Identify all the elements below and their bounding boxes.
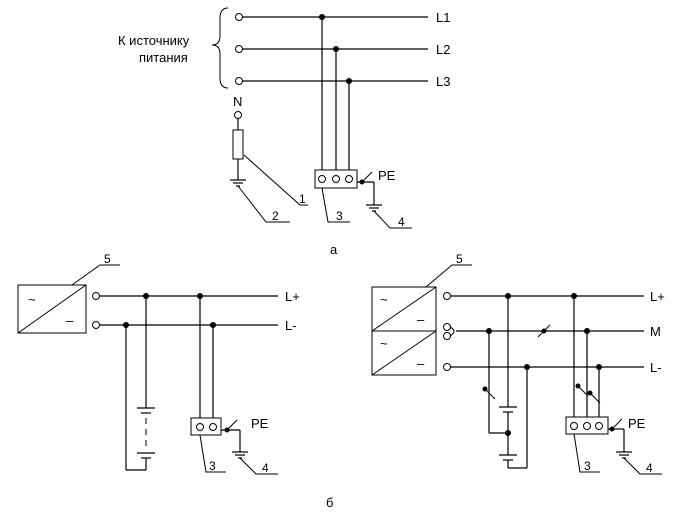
box-left-terminal-1 (196, 423, 204, 431)
junction-battery-minus (123, 322, 129, 328)
line-label-l3: L3 (436, 74, 450, 89)
line-label-l1: L1 (436, 10, 450, 25)
junction-l1 (319, 14, 325, 20)
callout-4-right: 4 (646, 461, 653, 475)
callout-4-a: 4 (398, 215, 405, 229)
callout-2-a: 2 (272, 209, 279, 223)
pe-tick-a (361, 171, 373, 183)
leader-3-left (199, 434, 226, 473)
callout-3-left: 3 (209, 459, 216, 473)
dc-symbol-right-top: – (417, 312, 425, 327)
terminal-l3 (235, 77, 243, 85)
caption-b: б (326, 495, 333, 510)
battery-m-break-dot (482, 386, 488, 392)
pe-label-a: PE (378, 168, 396, 183)
label-m-right: M (650, 324, 661, 339)
leader-4-left (239, 457, 278, 475)
junction-drop-lplus-right (571, 293, 577, 299)
m-bridge (449, 326, 455, 337)
pe-label-right: PE (628, 416, 646, 431)
label-lminus-right: L- (650, 360, 662, 375)
terminal-m-lower (443, 332, 451, 340)
converter-box-left (17, 284, 87, 334)
terminal-lplus-right (443, 292, 451, 300)
label-lplus-left: L+ (285, 289, 300, 304)
terminal-lminus-left (92, 321, 100, 329)
junction-drop-lminus-left (210, 322, 216, 328)
terminal-box-a (314, 169, 358, 189)
ac-symbol-right-top: ~ (380, 292, 388, 307)
leader-3 (321, 187, 350, 223)
caption-a: а (330, 242, 338, 257)
dropper-break-dot-2 (587, 390, 593, 396)
box-right-terminal-3 (595, 422, 603, 430)
callout-3-a: 3 (336, 209, 343, 223)
terminal-box-right (565, 416, 609, 435)
terminal-m-upper (443, 323, 451, 331)
callout-5-left: 5 (104, 252, 111, 266)
box-right-terminal-1 (570, 422, 578, 430)
terminal-lminus-right (443, 363, 451, 371)
line-label-l2: L2 (436, 42, 450, 57)
box-terminal-3 (345, 175, 353, 183)
ac-symbol-right-bottom: ~ (380, 336, 388, 351)
dc-symbol-right-bottom: – (417, 356, 425, 371)
leader-5-left (71, 264, 120, 286)
leader-3-right (573, 433, 600, 473)
resistor-1 (232, 129, 244, 160)
junction-drop-lminus-right (596, 364, 602, 370)
callout-1-a: 1 (299, 192, 306, 206)
leader-2 (237, 185, 290, 223)
terminal-l1 (235, 13, 243, 21)
leader-4 (373, 210, 412, 229)
junction-battery-lminus (524, 364, 530, 370)
converter-diagonal-bottom (371, 330, 437, 376)
terminal-l2 (235, 45, 243, 53)
box-terminal-2 (332, 175, 340, 183)
label-lplus-right: L+ (650, 289, 665, 304)
terminal-box-left (190, 417, 222, 436)
source-label-line2: питания (139, 50, 188, 65)
diagram-b-right: ~ – ~ – 5 L+ M L- (371, 252, 665, 475)
diagram-a: PE N 1 2 3 4 К источнику питания L1 L2 L… (118, 7, 450, 257)
dropper-break-dot-1 (575, 383, 581, 389)
pe-tick-right (611, 418, 623, 430)
junction-battery-mid (505, 430, 511, 436)
box-left-terminal-2 (209, 423, 217, 431)
callout-3-right: 3 (584, 459, 591, 473)
diagram-b-left: ~ – 5 L+ L- (17, 252, 300, 475)
dc-symbol-left: – (66, 313, 74, 328)
pe-label-left: PE (251, 416, 269, 431)
terminal-lplus-left (92, 292, 100, 300)
label-lminus-left: L- (285, 318, 297, 333)
junction-drop-lplus-left (197, 293, 203, 299)
callout-4-left: 4 (262, 461, 269, 475)
leader-1 (243, 154, 308, 206)
converter-diagonal-top (371, 286, 437, 332)
neutral-label: N (233, 94, 242, 109)
junction-drop-m-right (584, 328, 590, 334)
callout-5-right: 5 (456, 252, 463, 266)
source-label-line1: К источнику (118, 33, 190, 48)
box-terminal-1 (318, 175, 326, 183)
box-right-terminal-2 (583, 422, 591, 430)
junction-l2 (333, 46, 339, 52)
terminal-n (234, 111, 242, 119)
leader-4-right (623, 457, 662, 475)
junction-l3 (346, 78, 352, 84)
source-brace (211, 7, 229, 89)
leader-5-right (425, 264, 472, 288)
m-line-break-dot (541, 328, 547, 334)
junction-battery-plus (143, 293, 149, 299)
ac-symbol-left: ~ (28, 292, 36, 307)
pe-tick-left (226, 419, 238, 431)
converter-diagonal-left (17, 284, 87, 334)
